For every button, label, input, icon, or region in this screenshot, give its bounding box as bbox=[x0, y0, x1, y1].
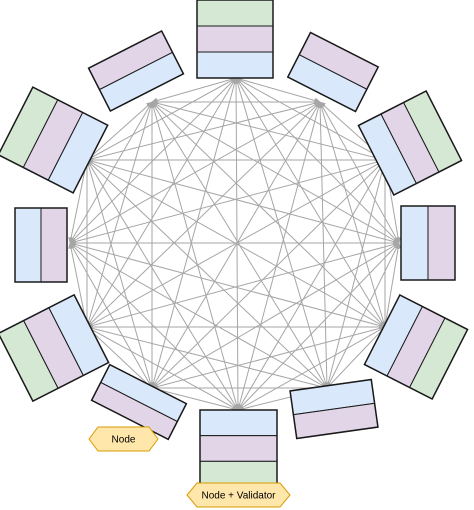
node-tag-label: Node bbox=[112, 435, 136, 446]
node-box-n-upper-left bbox=[87, 29, 185, 113]
node-outline bbox=[87, 29, 185, 113]
node-band-green bbox=[196, 0, 274, 27]
node-outline bbox=[286, 31, 380, 113]
node-band-purple bbox=[427, 205, 456, 281]
node-band-blue bbox=[400, 205, 429, 281]
node-band-blue bbox=[14, 207, 42, 283]
edge-n-right-2-n-left-3 bbox=[86, 241, 400, 329]
node-outline bbox=[0, 86, 109, 194]
node-band-purple bbox=[199, 435, 278, 462]
node-box-n-lower-left bbox=[90, 363, 188, 441]
node-box-n-left-3 bbox=[0, 293, 110, 403]
node-band-blue bbox=[196, 51, 274, 79]
edge-n-left-2-n-left-1 bbox=[68, 159, 89, 244]
edge-n-lower-left-n-left-1 bbox=[85, 159, 154, 389]
edge-n-top-n-right-3 bbox=[235, 77, 386, 328]
edge-n-upper-right-n-bottom bbox=[236, 101, 322, 411]
node-band-purple bbox=[40, 207, 68, 283]
node-outline bbox=[363, 293, 469, 401]
edge-n-right-1-n-left-2 bbox=[69, 158, 386, 245]
node-outline bbox=[0, 293, 110, 403]
validator-tag-label: Node + Validator bbox=[201, 491, 276, 502]
node-outline bbox=[14, 207, 68, 283]
edge-n-upper-right-n-left-1 bbox=[86, 100, 321, 162]
node-box-n-top bbox=[196, 0, 274, 79]
node-band-purple bbox=[196, 25, 274, 53]
edge-n-upper-right-n-left-3 bbox=[86, 101, 321, 328]
edges-layer bbox=[68, 76, 402, 412]
node-box-n-right-1 bbox=[357, 89, 463, 197]
node-tag: Node bbox=[88, 426, 159, 452]
node-box-n-lower-right bbox=[289, 378, 379, 440]
node-tag-shape bbox=[88, 426, 159, 452]
edge-n-upper-right-n-left-2 bbox=[69, 101, 321, 244]
node-box-n-left-2 bbox=[14, 207, 68, 283]
node-box-n-upper-right bbox=[286, 31, 380, 113]
node-outline bbox=[90, 363, 188, 441]
edge-n-top-n-lower-left bbox=[150, 77, 238, 389]
node-band-blue bbox=[199, 409, 278, 437]
edge-n-right-2-n-lower-left bbox=[151, 242, 400, 389]
node-box-n-right-2 bbox=[400, 205, 456, 281]
validator-tag: Node + Validator bbox=[186, 482, 291, 508]
node-box-n-left-1 bbox=[0, 86, 109, 194]
node-outline bbox=[196, 0, 274, 79]
node-outline bbox=[400, 205, 456, 281]
node-box-n-right-3 bbox=[363, 293, 469, 401]
validator-tag-shape bbox=[186, 482, 291, 508]
node-outline bbox=[289, 378, 379, 440]
edge-n-right-1-n-bottom bbox=[237, 159, 386, 411]
node-outline bbox=[357, 89, 463, 197]
node-box-n-bottom bbox=[199, 409, 278, 488]
edge-n-right-2-n-left-1 bbox=[86, 158, 400, 245]
